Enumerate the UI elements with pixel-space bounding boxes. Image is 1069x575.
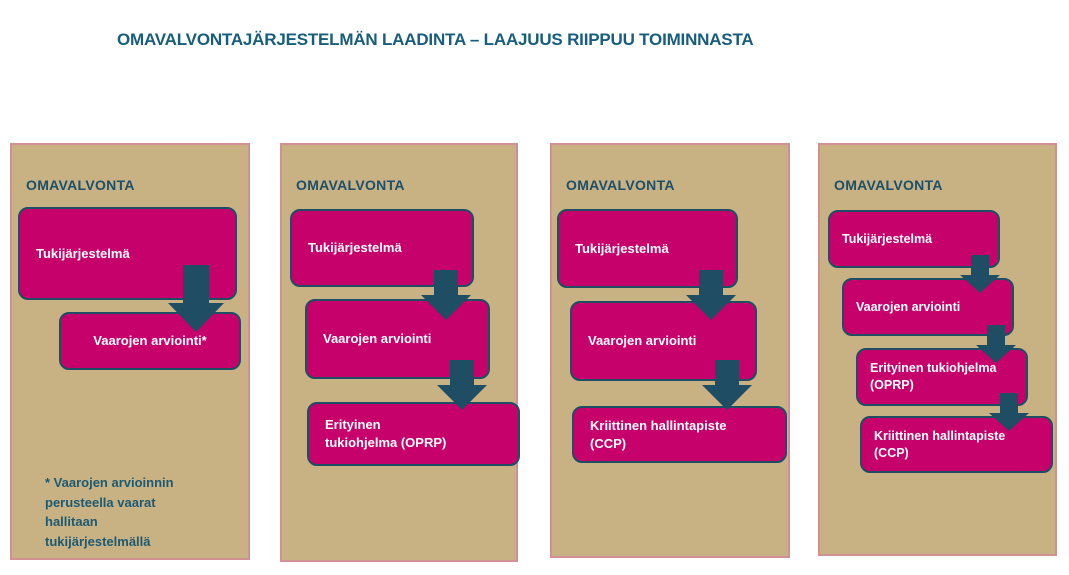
- down-arrow-head: [168, 303, 224, 332]
- down-arrow-shaft: [183, 265, 209, 303]
- down-arrow-shaft: [1000, 393, 1018, 413]
- down-arrow-shaft: [434, 270, 458, 295]
- panel-omavalvonta-4: OMAVALVONTA Tukijärjestelmä Vaarojen arv…: [818, 143, 1057, 556]
- panel-heading: OMAVALVONTA: [566, 177, 675, 193]
- down-arrow-icon: [437, 360, 487, 410]
- down-arrow-head: [421, 295, 471, 320]
- panel-omavalvonta-3: OMAVALVONTA Tukijärjestelmä Vaarojen arv…: [550, 143, 790, 558]
- down-arrow-shaft: [971, 255, 989, 275]
- down-arrow-icon: [960, 255, 1000, 293]
- down-arrow-icon: [976, 325, 1016, 363]
- panel-omavalvonta-2: OMAVALVONTA Tukijärjestelmä Vaarojen arv…: [280, 143, 520, 562]
- box-vaarojen-arviointi: Vaarojen arviointi*: [59, 312, 241, 370]
- box-ccp: Kriittinen hallintapiste (CCP): [572, 406, 787, 463]
- down-arrow-head: [976, 345, 1016, 363]
- panel-heading: OMAVALVONTA: [26, 177, 135, 193]
- panel-omavalvonta-1: OMAVALVONTA Tukijärjestelmä Vaarojen arv…: [10, 143, 250, 560]
- down-arrow-icon: [989, 393, 1029, 431]
- down-arrow-icon: [168, 265, 224, 332]
- down-arrow-icon: [421, 270, 471, 320]
- diagram-title: OMAVALVONTAJÄRJESTELMÄN LAADINTA – LAAJU…: [117, 30, 754, 49]
- down-arrow-head: [960, 275, 1000, 293]
- box-oprp: Erityinen tukiohjelma (OPRP): [307, 402, 520, 466]
- panel-heading: OMAVALVONTA: [296, 177, 405, 193]
- box-tukijarjestelma: Tukijärjestelmä: [18, 207, 237, 300]
- down-arrow-shaft: [715, 360, 739, 385]
- down-arrow-icon: [702, 360, 752, 410]
- footnote: * Vaarojen arvioinnin perusteella vaarat…: [45, 475, 174, 549]
- down-arrow-shaft: [987, 325, 1005, 345]
- down-arrow-head: [989, 413, 1029, 431]
- down-arrow-shaft: [450, 360, 474, 385]
- down-arrow-shaft: [699, 270, 723, 295]
- panel-heading: OMAVALVONTA: [834, 177, 943, 193]
- down-arrow-icon: [686, 270, 736, 320]
- down-arrow-head: [702, 385, 752, 410]
- down-arrow-head: [437, 385, 487, 410]
- down-arrow-head: [686, 295, 736, 320]
